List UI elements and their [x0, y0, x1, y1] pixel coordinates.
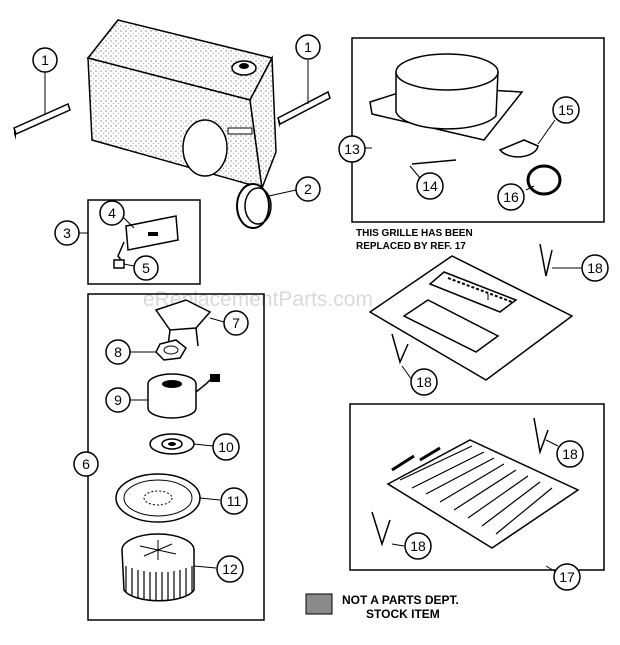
- svg-text:12: 12: [222, 561, 238, 577]
- svg-text:8: 8: [114, 344, 122, 360]
- legend-line-1: NOT A PARTS DEPT.: [342, 593, 459, 607]
- part-13-damper-group: [351, 37, 605, 223]
- callout-6: 6: [73, 451, 99, 477]
- callout-1-left: 1: [32, 47, 58, 73]
- callout-2: 2: [295, 176, 321, 202]
- svg-text:13: 13: [344, 141, 360, 157]
- callout-9: 9: [105, 387, 131, 413]
- svg-text:4: 4: [108, 205, 116, 221]
- svg-text:18: 18: [410, 538, 426, 554]
- callout-17: 17: [553, 563, 581, 591]
- callout-12: 12: [216, 555, 244, 583]
- callout-16: 16: [497, 183, 525, 211]
- legend-swatch: [305, 593, 333, 615]
- svg-text:14: 14: [422, 178, 438, 194]
- svg-text:15: 15: [558, 102, 574, 118]
- part-2-duct-ring: [236, 183, 297, 229]
- part-12-blower-wheel: [121, 533, 217, 602]
- svg-text:9: 9: [114, 392, 122, 408]
- svg-text:16: 16: [503, 189, 519, 205]
- part-1-bracket-left: [13, 72, 71, 140]
- callout-8: 8: [105, 339, 131, 365]
- callouts: 1 1 2 3 4 5 6 7 8 9 10 11 12 13 14 15 16…: [32, 34, 609, 591]
- svg-text:17: 17: [559, 569, 575, 585]
- grille-note-line-2: REPLACED BY REF. 17: [356, 241, 466, 252]
- part-10-disc: [149, 433, 214, 455]
- part-11-mounting-plate: [115, 473, 221, 523]
- part-7-motor-bracket: [154, 299, 225, 347]
- part-8-nut: [130, 339, 187, 361]
- svg-text:18: 18: [416, 374, 432, 390]
- grille-replaced-note: THIS GRILLE HAS BEEN REPLACED BY REF. 17: [356, 228, 473, 252]
- svg-text:5: 5: [142, 260, 150, 276]
- part-3-capacitor-group: [79, 199, 201, 285]
- callout-4: 4: [99, 200, 125, 226]
- callout-7: 7: [223, 310, 249, 336]
- callout-18-right: 18: [556, 440, 584, 468]
- callout-3: 3: [54, 220, 80, 246]
- svg-text:18: 18: [587, 260, 603, 276]
- part-17-grille-group: [349, 403, 605, 573]
- callout-5: 5: [133, 255, 159, 281]
- svg-text:11: 11: [227, 493, 242, 509]
- svg-text:1: 1: [304, 39, 312, 55]
- callout-11: 11: [220, 487, 248, 515]
- svg-text:10: 10: [218, 439, 234, 455]
- callout-18-lower: 18: [404, 532, 432, 560]
- callout-10: 10: [212, 433, 240, 461]
- callout-15: 15: [552, 96, 580, 124]
- callout-18-mid: 18: [410, 368, 438, 396]
- part-1-bracket-right: [277, 60, 331, 128]
- part-9-motor: [130, 373, 220, 419]
- grille-note-line-1: THIS GRILLE HAS BEEN: [356, 228, 473, 239]
- svg-text:2: 2: [304, 181, 312, 197]
- svg-text:3: 3: [63, 225, 71, 241]
- callout-1-right: 1: [295, 34, 321, 60]
- svg-text:1: 1: [41, 52, 49, 68]
- callout-18-top: 18: [581, 254, 609, 282]
- callout-13: 13: [338, 135, 366, 163]
- callout-14: 14: [416, 172, 444, 200]
- svg-text:18: 18: [562, 446, 578, 462]
- legend-line-2: STOCK ITEM: [366, 607, 440, 621]
- svg-text:6: 6: [82, 456, 90, 472]
- svg-text:7: 7: [232, 315, 240, 331]
- old-grille-assembly: [368, 243, 582, 381]
- housing-box: [86, 19, 277, 191]
- legend: NOT A PARTS DEPT. STOCK ITEM: [305, 593, 459, 621]
